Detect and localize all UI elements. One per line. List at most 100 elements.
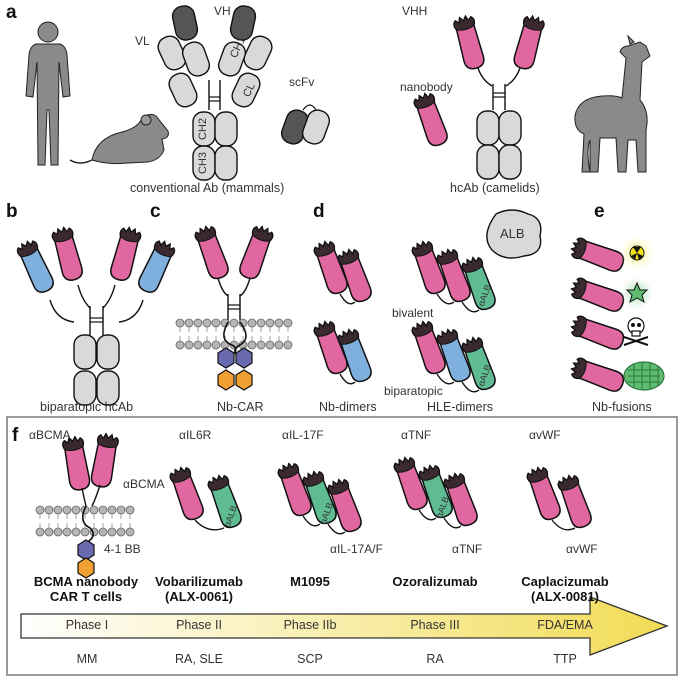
panel-letter-b: b bbox=[6, 201, 18, 222]
heavy-chain-antibody bbox=[451, 13, 547, 180]
panel-letter-e: e bbox=[594, 201, 605, 222]
biparatopic-label: biparatopic bbox=[384, 384, 443, 398]
scfv bbox=[278, 104, 333, 148]
drug-name: M1095 bbox=[290, 574, 330, 589]
ch3-label: CH3 bbox=[197, 151, 209, 174]
bcma-car-t bbox=[35, 431, 135, 579]
lipid-head bbox=[62, 527, 72, 537]
albumin-shape bbox=[486, 209, 542, 259]
indication-label: TTP bbox=[553, 652, 577, 666]
lipid-head bbox=[274, 340, 284, 350]
panel-letter-c: c bbox=[150, 201, 161, 222]
fluorescent-star-icon bbox=[625, 281, 649, 304]
lipid-head bbox=[265, 318, 275, 328]
lipid-head bbox=[283, 318, 293, 328]
lipid-head bbox=[184, 318, 194, 328]
hle-dimers-caption: HLE-dimers bbox=[427, 400, 493, 414]
lipid-head bbox=[202, 340, 212, 350]
lipid-head bbox=[256, 318, 266, 328]
lipid-head bbox=[107, 505, 117, 515]
conventional-antibody bbox=[154, 3, 276, 181]
m1095-construct bbox=[275, 460, 365, 535]
lipid-head bbox=[44, 505, 54, 515]
phase-label: Phase III bbox=[410, 618, 460, 632]
single-nanobody bbox=[411, 90, 451, 149]
phase-label: Phase II bbox=[176, 618, 222, 632]
nanobody-label: nanobody bbox=[400, 80, 453, 94]
lipid-head bbox=[53, 505, 63, 515]
bivalent-label: bivalent bbox=[392, 306, 434, 320]
scfv-label: scFv bbox=[289, 75, 315, 89]
nb-dimers-caption: Nb-dimers bbox=[319, 400, 377, 414]
lipid-head bbox=[116, 527, 126, 537]
protein-barrel-icon bbox=[623, 361, 665, 391]
indication-label: SCP bbox=[297, 652, 323, 666]
alb-label: ALB bbox=[500, 226, 525, 241]
panel-letter-a: a bbox=[6, 2, 17, 23]
hle-dimer-bivalent bbox=[409, 209, 542, 313]
lipid-head bbox=[116, 505, 126, 515]
lipid-head bbox=[125, 505, 135, 515]
target-vwf-1: αvWF bbox=[529, 428, 561, 442]
target-tnf-1: αTNF bbox=[401, 428, 432, 442]
lipid-head bbox=[184, 340, 194, 350]
target-tnf-2: αTNF bbox=[452, 542, 483, 556]
vh-label: VH bbox=[214, 4, 231, 18]
lipid-head bbox=[35, 527, 45, 537]
hcab-caption: hcAb (camelids) bbox=[450, 181, 540, 195]
lipid-head bbox=[62, 505, 72, 515]
indication-label: RA bbox=[426, 652, 444, 666]
vhh-label: VHH bbox=[402, 4, 428, 18]
lipid-head bbox=[175, 318, 185, 328]
panel-letter-d: d bbox=[313, 201, 325, 222]
lipid-head bbox=[107, 527, 117, 537]
target-bcma-2: αBCMA bbox=[123, 477, 165, 491]
lipid-head bbox=[193, 340, 203, 350]
conventional-ab-caption: conventional Ab (mammals) bbox=[130, 181, 285, 195]
drug-name: Vobarilizumab(ALX-0061) bbox=[155, 574, 243, 604]
phase-label: Phase IIb bbox=[283, 618, 337, 632]
biparatopic-hcab-caption: biparatopic hcAb bbox=[40, 400, 134, 414]
lipid-head bbox=[211, 318, 221, 328]
lipid-head bbox=[274, 318, 284, 328]
biparatopic-nb-dimer bbox=[311, 318, 375, 385]
drug-name: Ozoralizumab bbox=[392, 574, 478, 589]
caplacizumab-construct bbox=[524, 464, 595, 531]
lipid-head bbox=[80, 527, 90, 537]
target-il6r: αIL6R bbox=[179, 428, 212, 442]
skull-icon bbox=[623, 317, 649, 346]
nb-fusions bbox=[568, 235, 665, 395]
nb-car bbox=[175, 223, 293, 391]
panel-letter-f: f bbox=[12, 425, 19, 446]
development-arrow bbox=[20, 596, 669, 656]
target-il17af: αIL-17A/F bbox=[330, 542, 383, 556]
lipid-head bbox=[53, 527, 63, 537]
target-bcma-1: αBCMA bbox=[29, 428, 71, 442]
lipid-head bbox=[247, 318, 257, 328]
lipid-head bbox=[202, 318, 212, 328]
lipid-head bbox=[211, 340, 221, 350]
phase-label: Phase I bbox=[65, 618, 109, 632]
phase-label: FDA/EMA bbox=[537, 618, 593, 632]
vl-label: VL bbox=[135, 34, 150, 48]
llama-silhouette bbox=[574, 34, 651, 173]
lipid-head bbox=[193, 318, 203, 328]
vobarilizumab-construct bbox=[167, 464, 245, 531]
indication-label: MM bbox=[76, 652, 98, 666]
nb-car-caption: Nb-CAR bbox=[217, 400, 264, 414]
target-il17f: αIL-17F bbox=[282, 428, 324, 442]
biparatopic-hcab bbox=[14, 225, 178, 406]
lipid-head bbox=[44, 527, 54, 537]
target-vwf-2: αvWF bbox=[566, 542, 598, 556]
bivalent-nb-dimer bbox=[311, 238, 375, 305]
lipid-head bbox=[71, 505, 81, 515]
lipid-head bbox=[229, 318, 239, 328]
cell-membrane bbox=[35, 505, 135, 537]
lipid-head bbox=[265, 340, 275, 350]
cell-membrane bbox=[175, 318, 293, 350]
lipid-head bbox=[283, 340, 293, 350]
ch2-label: CH2 bbox=[197, 117, 209, 140]
target-4-1bb: 4-1 BB bbox=[104, 542, 141, 556]
